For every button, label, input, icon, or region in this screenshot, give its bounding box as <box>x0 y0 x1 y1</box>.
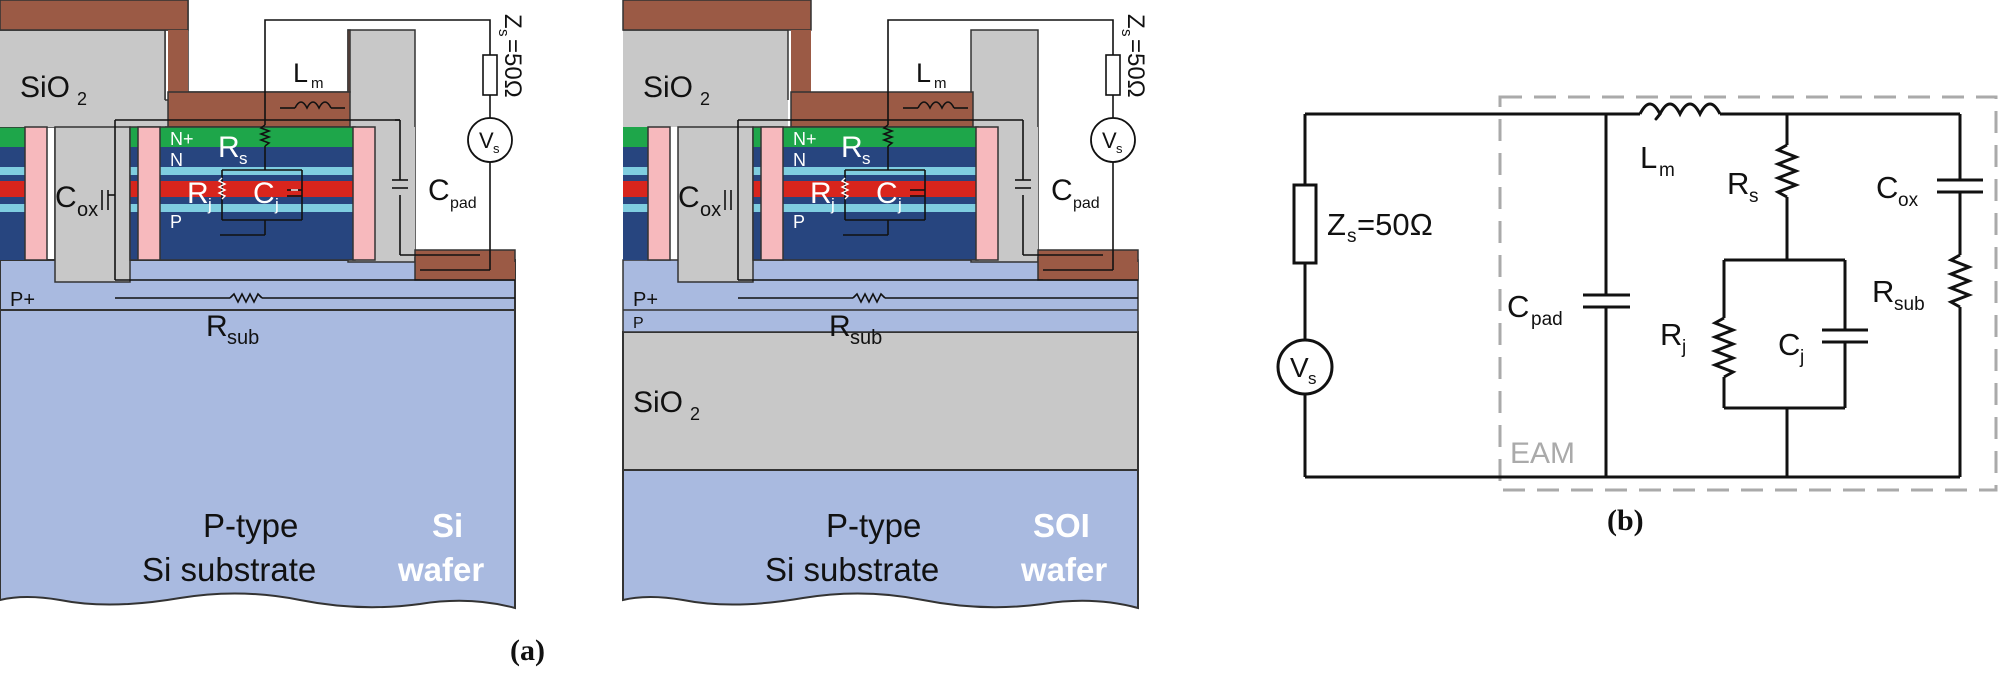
eam-label: EAM <box>1510 437 1575 470</box>
cpad-label-soi: C <box>1051 174 1073 207</box>
svg-text:s: s <box>1118 29 1135 37</box>
sio2-label: SiO <box>20 71 70 104</box>
svg-text:sub: sub <box>227 327 259 349</box>
vs-source-icon-soi <box>1090 117 1136 163</box>
cox-label-b: C <box>1876 170 1898 205</box>
caption-a: (a) <box>510 634 545 667</box>
cpad-label-b: C <box>1507 289 1529 324</box>
svg-text:s: s <box>1116 141 1123 156</box>
cj-label: C <box>253 177 275 210</box>
caption-b: (b) <box>1607 504 1644 537</box>
svg-text:s: s <box>1347 226 1357 247</box>
svg-text:j: j <box>897 195 902 214</box>
si-substrate <box>0 259 516 610</box>
p-label-soi: P <box>793 212 805 232</box>
svg-text:s: s <box>493 141 500 156</box>
svg-text:j: j <box>1799 347 1804 368</box>
svg-text:s: s <box>495 29 512 37</box>
svg-text:j: j <box>274 195 279 214</box>
eam-box <box>1498 95 1998 492</box>
svg-text:j: j <box>830 195 835 214</box>
vs-label-soi: V <box>1102 128 1117 153</box>
p-thin-label: P <box>633 315 644 332</box>
device-si-wafer: V s Z s =50Ω SiO 2 N+ N P P+ L m R s R j… <box>0 0 526 610</box>
vs-source-icon-b <box>1276 338 1334 396</box>
n-plus-label-soi: N+ <box>793 129 817 149</box>
svg-text:m: m <box>934 75 947 92</box>
svg-text:sub: sub <box>850 327 882 349</box>
vs-source-icon <box>467 117 513 163</box>
cox-label-soi: C <box>678 181 700 214</box>
svg-text:s: s <box>862 149 871 168</box>
substrate-line2-soi: Si substrate <box>765 551 939 588</box>
svg-text:pad: pad <box>450 195 477 212</box>
equivalent-circuit: EAM <box>1276 95 1998 492</box>
wafer-line2: wafer <box>397 551 484 588</box>
svg-text:=50Ω: =50Ω <box>1357 207 1433 242</box>
device-soi-wafer: V s Z s =50Ω SiO 2 SiO 2 N+ N P P+ P L m… <box>622 0 1149 610</box>
n-label: N <box>170 150 183 170</box>
p-plus-label-soi: P+ <box>633 289 658 311</box>
p-label: P <box>170 212 182 232</box>
svg-text:ox: ox <box>700 199 721 221</box>
vs-label: V <box>479 128 494 153</box>
sio2-label-soi: SiO <box>643 71 693 104</box>
svg-text:j: j <box>1681 337 1686 358</box>
svg-text:sub: sub <box>1894 294 1925 315</box>
rsub-label-soi: R <box>829 310 851 343</box>
box-label: SiO <box>633 386 683 419</box>
rj-label: R <box>187 177 209 210</box>
cj-label-soi: C <box>876 177 898 210</box>
svg-text:s: s <box>239 149 248 168</box>
lm-label-soi: L <box>916 58 931 88</box>
rj-label-b: R <box>1660 317 1682 352</box>
n-label-soi: N <box>793 150 806 170</box>
buried-oxide <box>622 331 1139 471</box>
wafer-line1: Si <box>432 507 463 544</box>
zs-label-b: Z <box>1327 207 1346 242</box>
rs-label: R <box>218 131 240 164</box>
rj-label-soi: R <box>810 177 832 210</box>
rs-label-b: R <box>1727 166 1749 201</box>
svg-text:m: m <box>311 75 324 92</box>
cox-label: C <box>55 181 77 214</box>
svg-text:m: m <box>1659 160 1675 181</box>
substrate-line1-soi: P-type <box>826 507 921 544</box>
svg-text:ox: ox <box>1898 190 1919 211</box>
svg-text:2: 2 <box>77 89 87 109</box>
svg-text:j: j <box>207 195 212 214</box>
substrate-line1: P-type <box>203 507 298 544</box>
vs-label-b: V <box>1290 352 1309 383</box>
rsub-label-b: R <box>1872 274 1894 309</box>
svg-text:2: 2 <box>700 89 710 109</box>
n-plus-label: N+ <box>170 129 194 149</box>
zs-label-soi: Z <box>1122 14 1149 29</box>
wafer-line2-soi: wafer <box>1020 551 1107 588</box>
cj-label-b: C <box>1778 327 1800 362</box>
lm-label-b: L <box>1640 140 1657 175</box>
cpad-label: C <box>428 174 450 207</box>
svg-text:=50Ω: =50Ω <box>499 39 526 98</box>
rsub-label: R <box>206 310 228 343</box>
svg-text:s: s <box>1749 186 1759 207</box>
overlay-circuit <box>101 19 515 304</box>
svg-text:pad: pad <box>1073 195 1100 212</box>
lm-label: L <box>293 58 308 88</box>
svg-text:ox: ox <box>77 199 98 221</box>
substrate-line2: Si substrate <box>142 551 316 588</box>
svg-text:s: s <box>1308 369 1317 388</box>
svg-text:pad: pad <box>1531 309 1563 330</box>
zs-label: Z <box>499 14 526 29</box>
rs-label-soi: R <box>841 131 863 164</box>
wafer-line1-soi: SOI <box>1033 507 1090 544</box>
svg-text:=50Ω: =50Ω <box>1122 39 1149 98</box>
svg-text:2: 2 <box>690 404 700 424</box>
p-plus-label: P+ <box>10 289 35 311</box>
